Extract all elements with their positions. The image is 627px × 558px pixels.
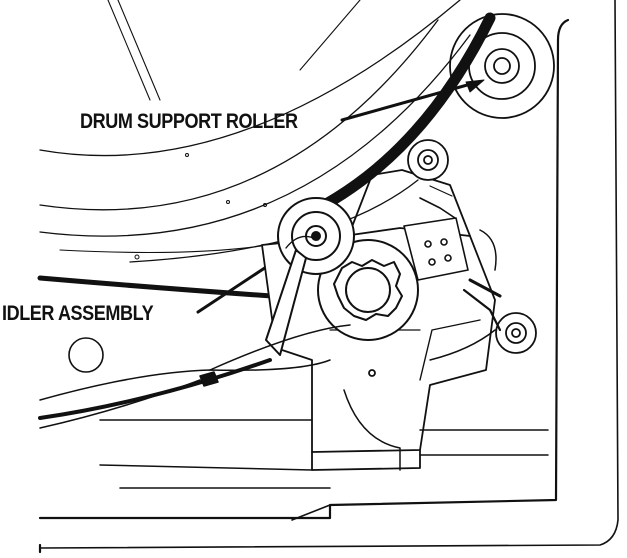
access-hole bbox=[68, 337, 104, 373]
idler-assembly bbox=[265, 197, 355, 356]
small-rollers bbox=[407, 139, 537, 354]
motor-pulley bbox=[317, 239, 419, 341]
drum-back-panel bbox=[39, 0, 471, 263]
wire-harness bbox=[39, 229, 502, 471]
drum-support-roller-label: DRUM SUPPORT ROLLER bbox=[80, 110, 298, 133]
idler-assembly-label: IDLER ASSEMBLY bbox=[2, 302, 154, 325]
drum-support-roller bbox=[449, 13, 555, 119]
floor-pan bbox=[99, 419, 549, 489]
motor-switch-block bbox=[403, 185, 469, 281]
cabinet-frame bbox=[38, 0, 619, 554]
